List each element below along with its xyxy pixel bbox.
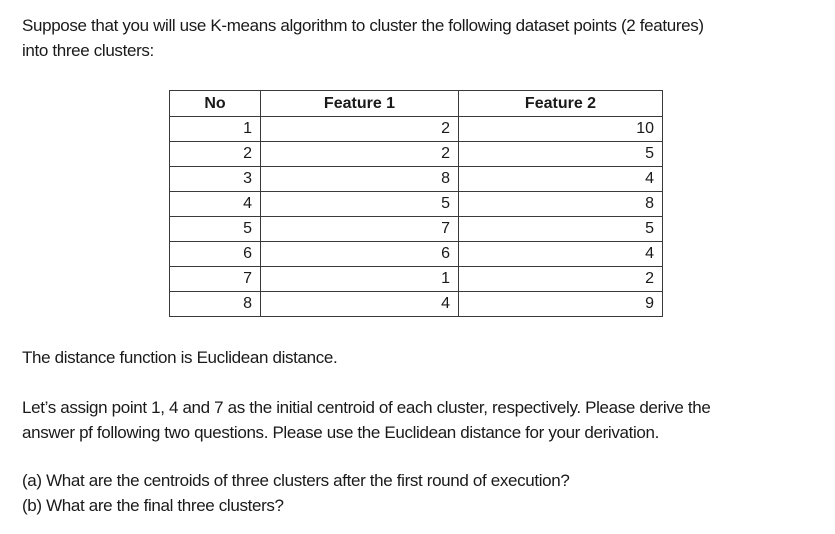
intro-line-1: Suppose that you will use K-means algori… [22,16,704,35]
question-a: (a) What are the centroids of three clus… [22,471,570,490]
cell-feature-2: 8 [458,191,663,217]
cell-feature-2: 9 [458,291,663,317]
cell-no: 3 [169,166,261,192]
table-row: 8 4 9 [169,291,663,317]
cell-no: 4 [169,191,261,217]
cell-feature-1: 4 [260,291,459,317]
cell-no: 7 [169,266,261,292]
cell-feature-2: 2 [458,266,663,292]
header-no: No [169,90,261,117]
questions-list: (a) What are the centroids of three clus… [22,468,570,518]
table-header-row: No Feature 1 Feature 2 [169,90,663,117]
table-row: 4 5 8 [169,191,663,217]
cell-no: 8 [169,291,261,317]
cell-feature-1: 7 [260,216,459,242]
instructions-line-1: Let’s assign point 1, 4 and 7 as the ini… [22,398,711,417]
instructions-paragraph: Let’s assign point 1, 4 and 7 as the ini… [22,395,711,445]
table-row: 2 2 5 [169,141,663,167]
cell-feature-1: 1 [260,266,459,292]
header-feature-2: Feature 2 [458,90,663,117]
cell-feature-2: 5 [458,216,663,242]
cell-feature-1: 8 [260,166,459,192]
distance-note-text: The distance function is Euclidean dista… [22,348,338,367]
cell-feature-1: 5 [260,191,459,217]
cell-feature-1: 2 [260,141,459,167]
cell-feature-1: 2 [260,116,459,142]
table-row: 1 2 10 [169,116,663,142]
intro-paragraph: Suppose that you will use K-means algori… [22,13,704,63]
cell-feature-2: 4 [458,241,663,267]
cell-feature-2: 4 [458,166,663,192]
intro-line-2: into three clusters: [22,41,154,60]
cell-feature-2: 5 [458,141,663,167]
table-row: 5 7 5 [169,216,663,242]
cell-no: 5 [169,216,261,242]
table-row: 6 6 4 [169,241,663,267]
instructions-line-2: answer pf following two questions. Pleas… [22,423,659,442]
table-row: 3 8 4 [169,166,663,192]
distance-note: The distance function is Euclidean dista… [22,345,338,370]
cell-no: 6 [169,241,261,267]
header-feature-1: Feature 1 [260,90,459,117]
cell-feature-2: 10 [458,116,663,142]
dataset-table: No Feature 1 Feature 2 1 2 10 2 2 5 3 8 … [169,90,663,317]
cell-feature-1: 6 [260,241,459,267]
table-row: 7 1 2 [169,266,663,292]
cell-no: 1 [169,116,261,142]
question-b: (b) What are the final three clusters? [22,496,284,515]
cell-no: 2 [169,141,261,167]
